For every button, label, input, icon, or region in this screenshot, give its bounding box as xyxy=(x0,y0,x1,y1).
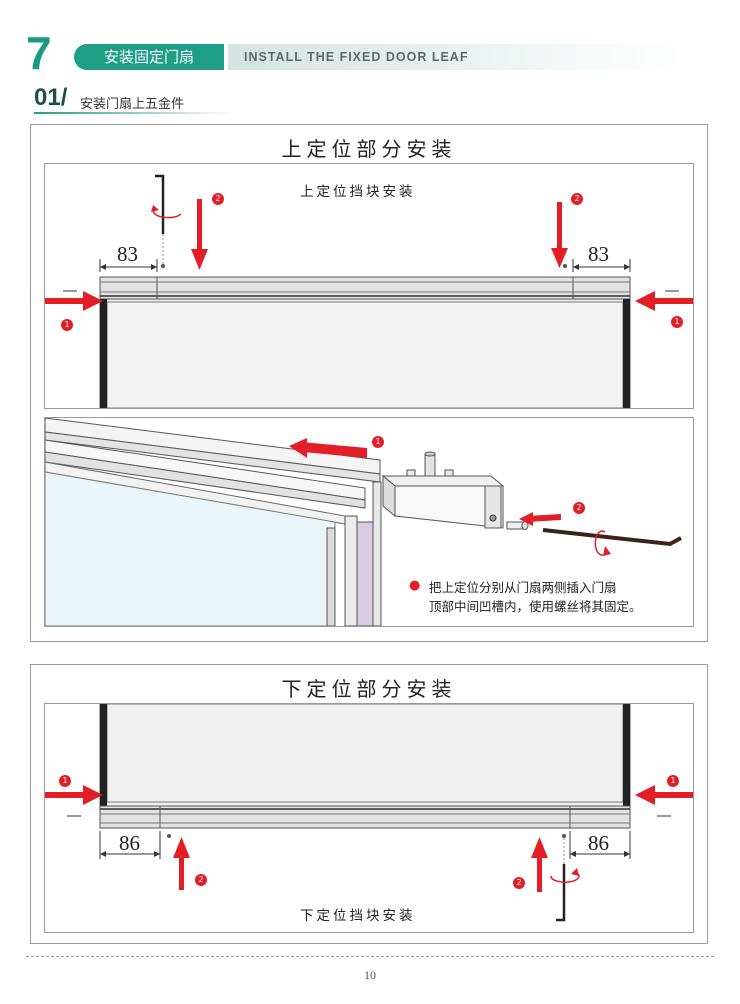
section-title-cn: 安装固定门扇 xyxy=(74,44,224,70)
lower-panel-title: 下定位部分安装 xyxy=(281,677,457,701)
lower-diagram-drawing xyxy=(45,704,693,922)
upper-marker-right-2: 2 xyxy=(571,193,583,205)
sub-title-underline xyxy=(34,112,234,114)
lower-dim-right: 86 xyxy=(588,831,609,855)
lower-marker-right-2: 2 xyxy=(513,877,525,889)
lower-stopper-diagram: 86 86 下定位挡块安装 1 1 2 2 xyxy=(44,703,694,933)
lower-marker-left-1: 1 xyxy=(59,775,71,787)
lower-marker-left-2: 2 xyxy=(195,874,207,886)
sub-step-number: 01/ xyxy=(34,84,68,111)
detail-marker-2: 2 xyxy=(573,502,585,514)
upper-marker-right-1: 1 xyxy=(671,316,683,328)
section-title-en: INSTALL THE FIXED DOOR LEAF xyxy=(228,44,684,70)
note-line-1: 把上定位分别从门扇两侧插入门扇 xyxy=(429,580,617,595)
upper-dim-right: 83 xyxy=(588,242,609,266)
upper-stopper-diagram: 上定位挡块安装 xyxy=(44,163,694,409)
step-number: 7 xyxy=(26,27,52,79)
upper-panel-title: 上定位部分安装 xyxy=(281,137,457,161)
detail-drawing xyxy=(45,418,682,626)
upper-caption: 上定位挡块安装 xyxy=(300,184,416,200)
detail-marker-1: 1 xyxy=(372,436,384,448)
upper-dim-left: 83 xyxy=(117,242,138,266)
lower-marker-right-1: 1 xyxy=(667,775,679,787)
sub-step-title: 安装门扇上五金件 xyxy=(80,97,185,112)
upper-diagram-drawing xyxy=(45,174,693,408)
note-bullet: ● xyxy=(409,578,421,593)
top-locator-detail: 1 2 ● 把上定位分别从门扇两侧插入门扇 顶部中间凹槽内，使用螺丝将其固定。 xyxy=(44,417,694,627)
upper-marker-left-1: 1 xyxy=(61,319,73,331)
page-number: 10 xyxy=(364,968,376,982)
footer-divider xyxy=(26,956,714,957)
upper-marker-left-2: 2 xyxy=(212,193,224,205)
lower-dim-left: 86 xyxy=(119,831,140,855)
note-line-2: 顶部中间凹槽内，使用螺丝将其固定。 xyxy=(429,599,642,614)
lower-caption: 下定位挡块安装 xyxy=(300,908,416,924)
